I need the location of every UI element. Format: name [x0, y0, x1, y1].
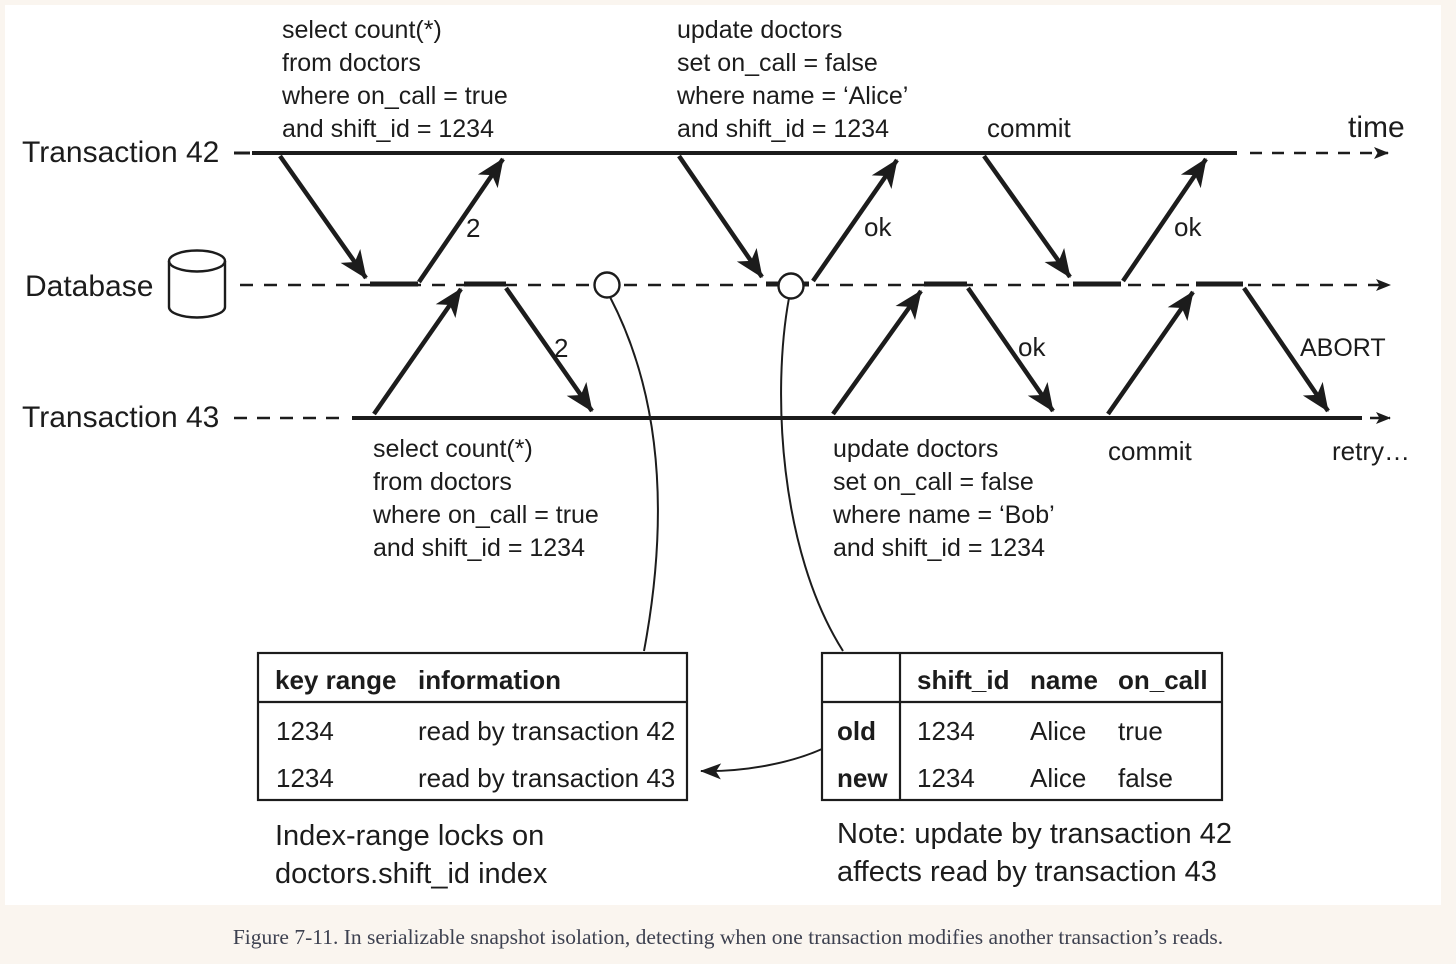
leader-curve-to-lock-table: [609, 296, 659, 652]
leader-curve-to-row-table: [780, 297, 844, 652]
sql-line: select count(*): [373, 435, 533, 463]
row-table-header-name: name: [1030, 665, 1098, 695]
lock-table-caption-line2: doctors.shift_id index: [275, 858, 548, 890]
t42-update-result: ok: [864, 212, 892, 242]
row-table-cell: 1234: [917, 763, 975, 793]
sql-line: from doctors: [282, 49, 421, 77]
row-table-cell: 1234: [917, 716, 975, 746]
row-table-cell: true: [1118, 716, 1163, 746]
sql-line: where on_call = true: [281, 82, 508, 110]
t43-select-sql: select count(*) from doctors where on_ca…: [372, 435, 599, 562]
sql-line: set on_call = false: [833, 468, 1034, 496]
sql-line: update doctors: [833, 435, 998, 463]
t43-update-result: ok: [1018, 332, 1046, 362]
t43-select-roundtrip-arrows: [372, 281, 594, 416]
t43-update-roundtrip-arrows: [831, 281, 1055, 416]
conflict-marker-circle-read: [593, 271, 621, 299]
lock-table-cell: 1234: [276, 763, 334, 793]
database-cylinder-icon: [167, 249, 227, 319]
sql-line: and shift_id = 1234: [282, 115, 494, 143]
t42-commit-result: ok: [1174, 212, 1202, 242]
figure-caption: Figure 7-11. In serializable snapshot is…: [232, 925, 1224, 949]
t42-commit-roundtrip-arrows: [982, 154, 1208, 287]
lane-label-transaction-42: Transaction 42: [22, 136, 219, 169]
lane-label-transaction-43: Transaction 43: [22, 401, 219, 434]
sql-line: set on_call = false: [677, 49, 878, 77]
t43-select-result: 2: [554, 333, 568, 363]
t42-update-sql: update doctors set on_call = false where…: [676, 16, 908, 143]
lock-table-cell: 1234: [276, 716, 334, 746]
t43-retry-label: retry…: [1332, 436, 1410, 466]
t42-select-roundtrip-arrows: [278, 154, 505, 287]
t43-update-sql: update doctors set on_call = false where…: [832, 435, 1055, 562]
sql-line: and shift_id = 1234: [677, 115, 889, 143]
row-table-header-shift-id: shift_id: [917, 665, 1009, 695]
conflict-marker-circle-write: [777, 272, 805, 300]
sql-line: where on_call = true: [372, 501, 599, 529]
lock-table-header-information: information: [418, 665, 561, 695]
lock-table-header-key-range: key range: [275, 665, 396, 695]
row-table-cell: Alice: [1030, 716, 1086, 746]
table-row: new 1234 Alice false: [837, 763, 1173, 793]
row-table-header-on-call: on_call: [1118, 665, 1208, 695]
sql-line: where name = ‘Bob’: [832, 501, 1055, 529]
lock-table-caption-line1: Index-range locks on: [275, 820, 544, 852]
sql-line: update doctors: [677, 16, 842, 44]
lock-table: key range information 1234 read by trans…: [256, 651, 689, 802]
table-row: old 1234 Alice true: [837, 716, 1163, 746]
sql-line: and shift_id = 1234: [833, 534, 1045, 562]
row-table-cell: Alice: [1030, 763, 1086, 793]
update-affects-read-arrow: [700, 748, 823, 780]
t43-commit-label: commit: [1108, 436, 1193, 466]
time-axis-label: time: [1348, 111, 1405, 144]
row-table-note-line2: affects read by transaction 43: [837, 856, 1217, 888]
row-table-note-line1: Note: update by transaction 42: [837, 818, 1232, 850]
sql-line: where name = ‘Alice’: [676, 82, 908, 110]
t42-select-result: 2: [466, 213, 480, 243]
lock-table-cell: read by transaction 42: [418, 716, 675, 746]
table-row: 1234 read by transaction 42: [276, 716, 675, 746]
table-row: 1234 read by transaction 43: [276, 763, 675, 793]
sql-line: from doctors: [373, 468, 512, 496]
row-table-row-label: old: [837, 716, 876, 746]
row-table-row-label: new: [837, 763, 888, 793]
row-table-cell: false: [1118, 763, 1173, 793]
sql-line: select count(*): [282, 16, 442, 44]
lock-table-cell: read by transaction 43: [418, 763, 675, 793]
t43-abort-result: ABORT: [1300, 334, 1386, 362]
t42-commit-label: commit: [987, 113, 1072, 143]
row-version-table: shift_id name on_call old 1234 Alice tru…: [820, 651, 1224, 802]
t43-commit-roundtrip-arrows: [1106, 281, 1330, 416]
lane-label-database: Database: [25, 270, 153, 303]
t42-select-sql: select count(*) from doctors where on_ca…: [281, 16, 508, 143]
sql-line: and shift_id = 1234: [373, 534, 585, 562]
